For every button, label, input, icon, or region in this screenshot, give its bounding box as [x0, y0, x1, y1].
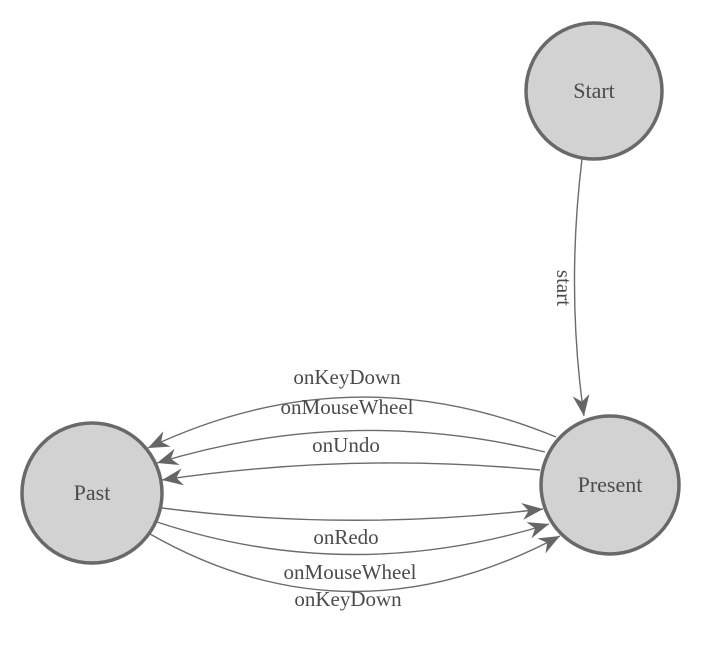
state-node-present[interactable]: Present: [539, 414, 681, 556]
edge-label-onredo: onRedo: [313, 525, 378, 549]
edge-present-to-past-onkeydown[interactable]: [147, 396, 557, 449]
edge-label-onkeydown-bottom: onKeyDown: [294, 587, 402, 611]
state-circle-present[interactable]: [539, 414, 681, 556]
edge-label-start: start: [552, 270, 576, 306]
state-label-past: Past: [74, 480, 111, 505]
edge-label-onkeydown-top: onKeyDown: [293, 365, 401, 389]
edge-past-to-present-onkeydown[interactable]: [149, 533, 561, 593]
edge-past-to-present-onredo[interactable]: [161, 503, 544, 521]
state-circle-past[interactable]: [20, 421, 164, 565]
state-circle-start[interactable]: [524, 21, 664, 161]
state-label-start: Start: [573, 78, 615, 103]
edge-past-to-present-onmousewheel[interactable]: [156, 521, 550, 556]
edge-present-to-past-onmousewheel[interactable]: [156, 429, 546, 465]
edge-present-to-past-onundo[interactable]: [161, 462, 541, 486]
state-node-start[interactable]: Start: [524, 21, 664, 161]
state-label-present: Present: [578, 472, 643, 497]
edge-label-onundo: onUndo: [312, 433, 380, 457]
edge-start-to-present[interactable]: [572, 158, 590, 417]
edge-label-onmousewheel-top: onMouseWheel: [281, 395, 414, 419]
state-node-past[interactable]: Past: [20, 421, 164, 565]
edge-label-onmousewheel-bottom: onMouseWheel: [284, 560, 417, 584]
